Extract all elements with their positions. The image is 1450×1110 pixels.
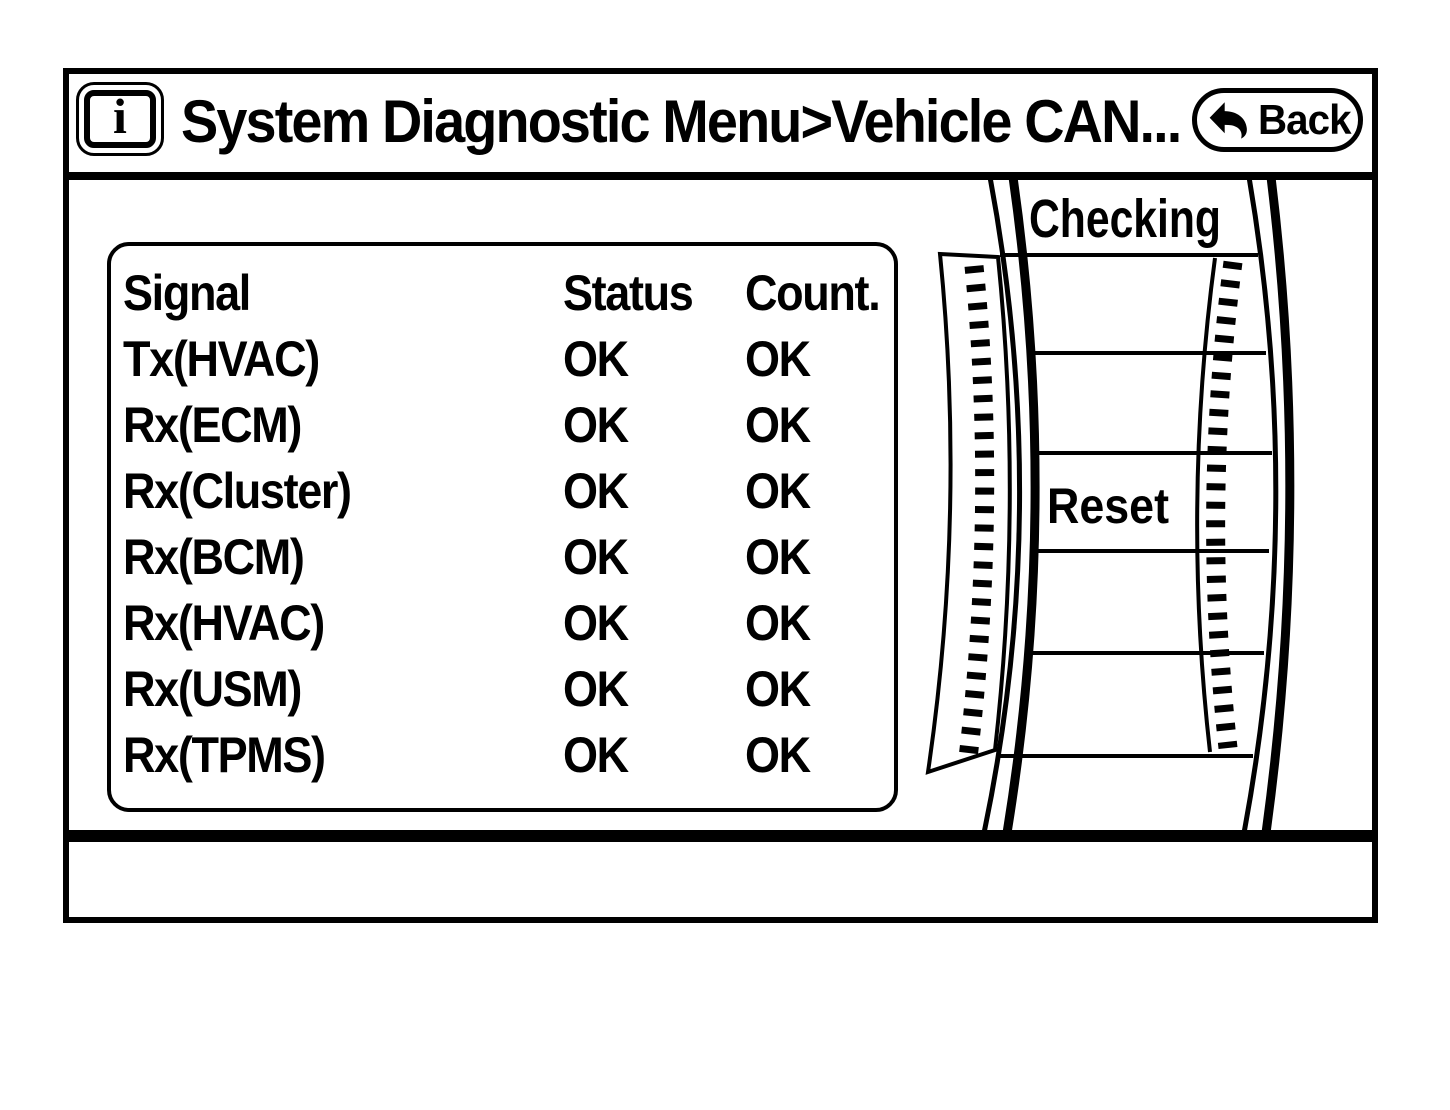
back-button-label: Back — [1258, 96, 1352, 143]
drum-item-reset[interactable]: Reset — [1047, 478, 1169, 534]
back-arrow-icon — [1209, 102, 1247, 139]
header-count: Count. — [745, 265, 881, 321]
cell-signal: Rx(ECM) — [123, 397, 302, 453]
right-scroll-strip[interactable] — [1195, 257, 1217, 753]
cell-status: OK — [563, 529, 629, 585]
header-status: Status — [563, 265, 694, 321]
cell-status: OK — [563, 595, 629, 651]
table-header-row: Signal Status Count. — [111, 260, 894, 326]
cell-signal: Rx(HVAC) — [123, 595, 325, 651]
table-row: Rx(Cluster) OK OK — [111, 458, 894, 524]
right-rail-inner — [1242, 177, 1279, 830]
cell-signal: Rx(BCM) — [123, 529, 305, 585]
diagnostic-screen: i System Diagnostic Menu>Vehicle CAN... … — [63, 68, 1378, 923]
table-row: Tx(HVAC) OK OK — [111, 326, 894, 392]
left-rail-inner — [1002, 177, 1040, 830]
cell-signal: Tx(HVAC) — [123, 331, 320, 387]
table-row: Rx(USM) OK OK — [111, 656, 894, 722]
cell-count: OK — [745, 595, 811, 651]
cell-status: OK — [563, 727, 629, 783]
header-signal: Signal — [123, 265, 251, 321]
breadcrumb-title: System Diagnostic Menu>Vehicle CAN... — [181, 88, 1182, 155]
cell-status: OK — [563, 331, 629, 387]
table-row: Rx(HVAC) OK OK — [111, 590, 894, 656]
back-button[interactable]: Back — [1192, 88, 1363, 152]
table-row: Rx(TPMS) OK OK — [111, 722, 894, 788]
info-icon: i — [76, 82, 164, 156]
table-row: Rx(ECM) OK OK — [111, 392, 894, 458]
left-scroll-strip[interactable] — [925, 251, 1012, 775]
drum-cell-lines — [1000, 253, 1272, 758]
cell-status: OK — [563, 661, 629, 717]
cell-count: OK — [745, 727, 811, 783]
info-icon-inner: i — [84, 90, 156, 148]
info-i-glyph: i — [113, 88, 127, 144]
left-scroll-strip-ticks — [958, 265, 995, 760]
title-bar: i System Diagnostic Menu>Vehicle CAN... … — [69, 74, 1372, 180]
drum-rails — [982, 177, 1295, 830]
cell-status: OK — [563, 397, 629, 453]
scroll-drum: Checking Reset — [925, 177, 1295, 830]
left-rail-outer — [982, 177, 1023, 830]
cell-count: OK — [745, 463, 811, 519]
bottom-bar — [69, 830, 1372, 917]
right-rail-outer — [1261, 177, 1295, 830]
cell-signal: Rx(USM) — [123, 661, 302, 717]
right-scroll-strip-ticks — [1206, 260, 1243, 750]
cell-count: OK — [745, 661, 811, 717]
table-row: Rx(BCM) OK OK — [111, 524, 894, 590]
cell-signal: Rx(Cluster) — [123, 463, 352, 519]
cell-signal: Rx(TPMS) — [123, 727, 326, 783]
cell-count: OK — [745, 397, 811, 453]
cell-count: OK — [745, 529, 811, 585]
drum-item-checking: Checking — [1029, 189, 1221, 249]
cell-status: OK — [563, 463, 629, 519]
cell-count: OK — [745, 331, 811, 387]
